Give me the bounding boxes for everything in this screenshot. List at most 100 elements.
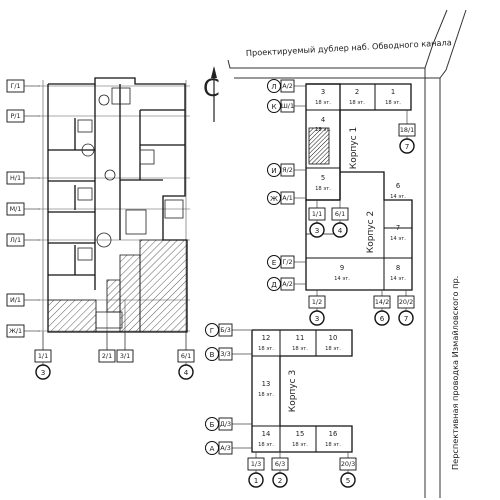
axis-label: Д/3 xyxy=(220,420,231,428)
row-marker: Л/1 xyxy=(6,233,40,247)
axis-letter-bubble-text: Л xyxy=(271,82,276,91)
axis-number-bubble-text: 4 xyxy=(184,368,189,377)
axis-label: 6/1 xyxy=(181,352,191,360)
korpus-3-label: Корпус 3 xyxy=(288,370,298,412)
axis-marker: 20/3 5 xyxy=(339,452,357,488)
axis-label: Ш/1 xyxy=(281,102,294,110)
row-marker: Ж/1 xyxy=(6,324,40,338)
axis-label: 1/1 xyxy=(312,210,322,218)
row-label: Л/1 xyxy=(10,236,21,244)
axis-number-bubble: 5 xyxy=(340,472,356,488)
axis-number-bubble: 3 xyxy=(35,364,51,380)
row-label: И/1 xyxy=(10,296,21,304)
axis-marker: 6/32 xyxy=(271,452,289,488)
axis-label: З/3 xyxy=(220,350,230,358)
axis-marker: 1/31 xyxy=(247,452,265,488)
axis-marker: 2/1 xyxy=(98,332,116,363)
row-marker: Р/1 xyxy=(6,109,40,123)
row-label: Н/1 xyxy=(10,174,21,182)
axis-label: Г/2 xyxy=(282,258,292,266)
floor-count: 18 эт. xyxy=(258,346,274,352)
axis-marker: 1/23 xyxy=(308,290,326,326)
axis-marker: 18/17 xyxy=(398,110,416,154)
axis-letter-bubble: Л xyxy=(267,79,281,93)
hatched-block xyxy=(308,127,330,165)
axis-label: Б/3 xyxy=(220,326,231,334)
axis-letter-bubble-text: А xyxy=(210,444,215,453)
korpus-3-bottom-markers: 1/31 6/32 20/3 5 xyxy=(247,452,357,488)
street-right-label: Перспективная проводка Измайловского пр. xyxy=(450,276,460,470)
row-marker: Г/1 xyxy=(6,79,40,93)
section-number: 13 xyxy=(262,380,271,388)
axis-label: 1/1 xyxy=(38,352,48,360)
korpus-1-right-marker: 18/17 xyxy=(398,110,416,154)
axis-letter-bubble: Ж xyxy=(267,191,281,205)
korpus-1-bottom-markers: 1/1 3 6/1 4 xyxy=(308,200,349,238)
section-number: 5 xyxy=(321,174,325,182)
axis-number-bubble-text: 5 xyxy=(346,476,351,485)
axis-label: А/2 xyxy=(282,280,293,288)
axis-number-bubble-text: 4 xyxy=(338,226,343,235)
axis-label: А/1 xyxy=(282,194,293,202)
axis-number-bubble: 1 xyxy=(248,472,264,488)
axis-number-bubble: 4 xyxy=(332,222,348,238)
axis-letter-bubble: К xyxy=(267,99,281,113)
floor-plan xyxy=(38,77,190,350)
axis-letter-bubble-text: Е xyxy=(272,258,277,267)
section-number: 10 xyxy=(329,334,338,342)
section-number: 1 xyxy=(391,88,395,96)
axis-number-bubble-text: 7 xyxy=(405,142,410,151)
axis-number-bubble: 6 xyxy=(374,310,390,326)
axis-marker: И Я/2 xyxy=(267,163,306,177)
axis-marker: Ж А/1 xyxy=(267,191,306,205)
floor-count: 18 эт. xyxy=(325,442,341,448)
axis-label: 2/1 xyxy=(102,352,112,360)
axis-marker: 6/1 4 xyxy=(177,332,195,380)
axis-marker: 14/2 6 xyxy=(373,290,391,326)
axis-number-bubble-text: 3 xyxy=(41,368,46,377)
axis-label: Я/2 xyxy=(282,166,293,174)
korpus-1-2-outline xyxy=(305,83,413,291)
floor-count: 18 эт. xyxy=(385,100,401,106)
korpus-1-2-labels: 3 18 эт. 2 18 эт. 1 18 эт. 4 18 эт. 5 18… xyxy=(315,88,406,282)
section-number: 7 xyxy=(396,224,400,232)
korpus-3-labels: 12 18 эт. 11 18 эт. 10 18 эт. 13 18 эт. … xyxy=(258,334,341,448)
korpus-1-label: Корпус 1 xyxy=(349,127,359,169)
floor-count: 18 эт. xyxy=(258,442,274,448)
korpus-3-outline xyxy=(251,329,353,453)
axis-letter-bubble-text: Г xyxy=(210,326,214,335)
axis-number-bubble-text: 3 xyxy=(315,226,320,235)
axis-letter-bubble-text: Ж xyxy=(270,194,278,203)
north-letter: С xyxy=(203,74,220,102)
floor-count: 18 эт. xyxy=(315,127,331,133)
axis-label: 14/2 xyxy=(375,298,389,306)
axis-letter-bubble-text: В xyxy=(210,350,215,359)
axis-letter-bubble: А xyxy=(205,441,219,455)
section-number: 4 xyxy=(321,116,325,124)
floor-count: 18 эт. xyxy=(315,100,331,106)
axis-marker: Г Б/3 xyxy=(205,323,252,337)
floor-count: 14 эт. xyxy=(390,276,406,282)
axis-label: А/2 xyxy=(282,82,293,90)
floor-count: 14 эт. xyxy=(334,276,350,282)
axis-label: 6/1 xyxy=(335,210,345,218)
axis-number-bubble: 7 xyxy=(399,138,415,154)
axis-marker: 20/27 xyxy=(397,290,415,326)
section-number: 3 xyxy=(321,88,325,96)
korpus-2-bottom-markers: 1/23 14/2 6 20/27 xyxy=(308,290,415,326)
axis-number-bubble: 2 xyxy=(272,472,288,488)
axis-letter-bubble: И xyxy=(267,163,281,177)
axis-letter-bubble-text: И xyxy=(271,166,276,175)
axis-letter-bubble: В xyxy=(205,347,219,361)
row-label: Р/1 xyxy=(10,112,20,120)
axis-letter-bubble: Д xyxy=(267,277,281,291)
axis-number-bubble-text: 1 xyxy=(254,476,259,485)
axis-number-bubble: 3 xyxy=(309,310,325,326)
axis-label: 20/3 xyxy=(341,460,355,468)
